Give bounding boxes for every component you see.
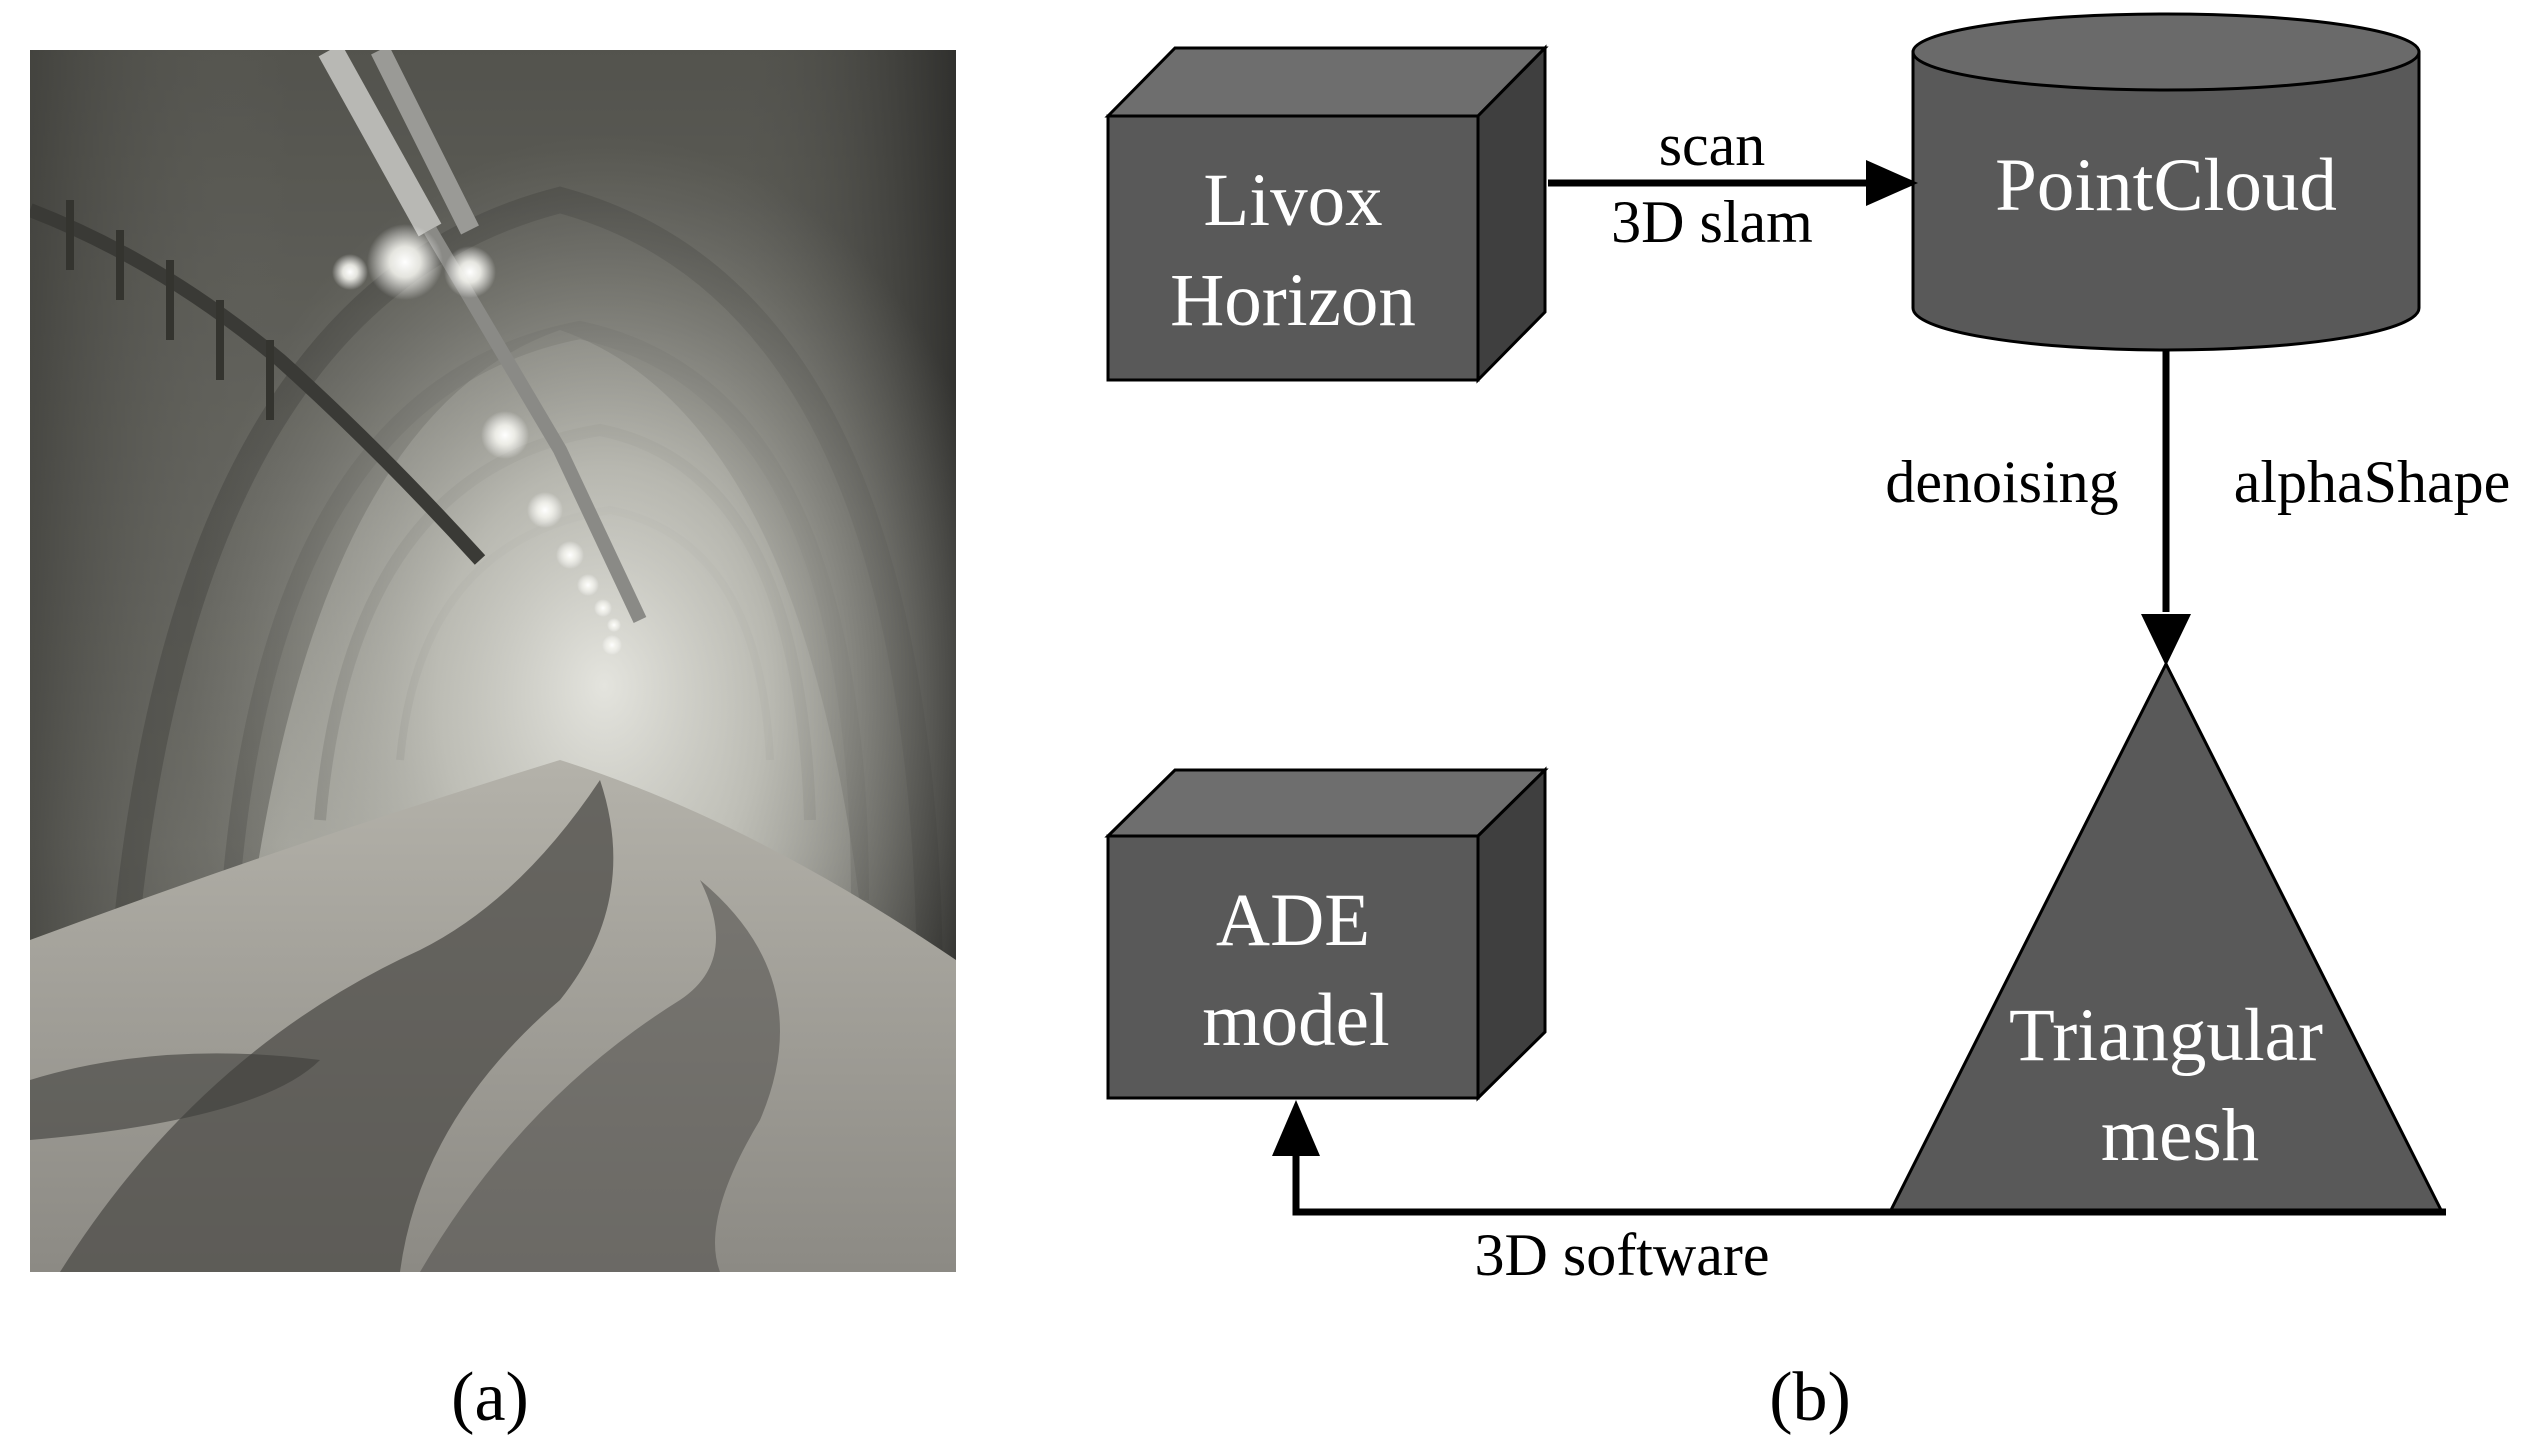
pointcloud-node: PointCloud (1911, 12, 2421, 352)
edge-software-label: 3D software (1475, 1222, 1770, 1288)
ade-model-node: ADE model (1104, 766, 1549, 1102)
edge-process-label-left: denoising (1885, 449, 2118, 515)
livox-label-line2: Horizon (1170, 259, 1416, 342)
ade-label-line2: model (1202, 979, 1389, 1062)
panel-label-a: (a) (451, 1359, 529, 1436)
triangular-mesh-node: Triangular mesh (1887, 660, 2445, 1214)
edge-process-arrowhead (2141, 614, 2191, 666)
triangular-label-line2: mesh (2101, 1094, 2259, 1177)
edge-process-label-right: alphaShape (2234, 449, 2511, 515)
ade-label-line1: ADE (1216, 879, 1370, 962)
edge-scan-label-line1: scan (1659, 112, 1766, 178)
edge-software: 3D software (1272, 1100, 2446, 1288)
edge-process: denoising alphaShape (1885, 350, 2510, 666)
livox-horizon-node: Livox Horizon (1104, 44, 1549, 384)
edge-scan-arrowhead (1866, 160, 1918, 206)
triangular-label-line1: Triangular (2009, 994, 2323, 1077)
panel-label-b: (b) (1769, 1359, 1851, 1436)
tunnel-photo (30, 50, 956, 1272)
edge-scan: scan 3D slam (1548, 112, 1918, 255)
edge-software-arrowhead (1272, 1100, 1320, 1156)
edge-scan-label-line2: 3D slam (1611, 189, 1813, 255)
livox-label-line1: Livox (1203, 159, 1382, 242)
pointcloud-label: PointCloud (1995, 144, 2337, 227)
